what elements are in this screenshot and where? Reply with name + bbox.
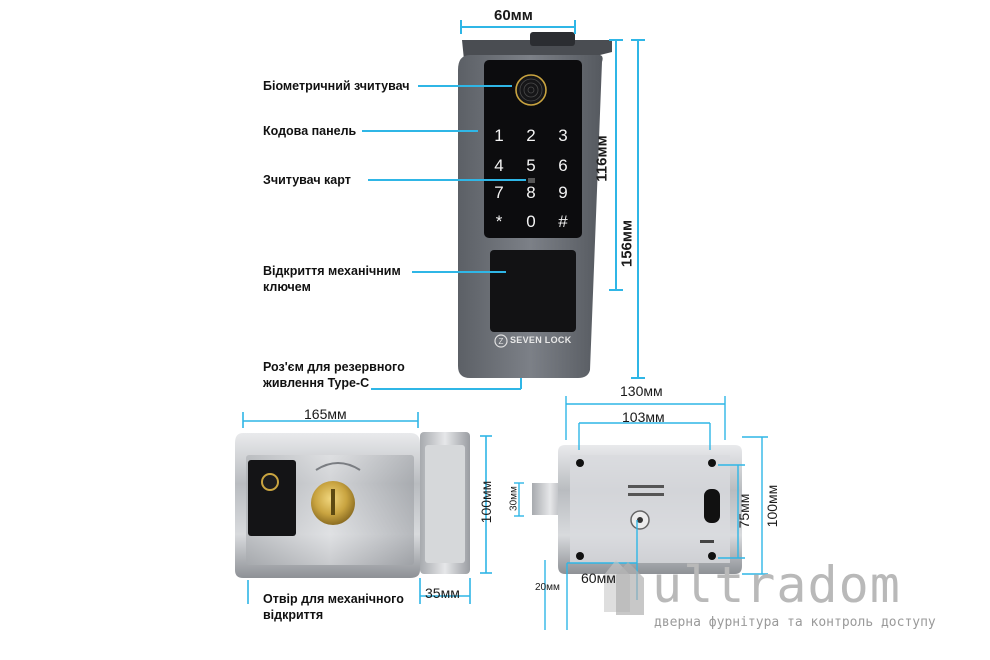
keypad-key: 5	[526, 156, 535, 175]
dim-front-height: 100мм	[478, 480, 494, 524]
keypad: 1 2 3 4 5 6 7 8 9 * 0 #	[494, 126, 568, 231]
keypad-key: 0	[526, 212, 535, 231]
dim-back-60: 60мм	[581, 570, 616, 586]
dim-top-width: 60мм	[494, 7, 533, 24]
svg-text:Z: Z	[499, 337, 504, 346]
keypad-key: 2	[526, 126, 535, 145]
dim-back-75: 75мм	[736, 493, 752, 529]
dim-back-30: 30мм	[508, 486, 520, 511]
keypad-key: 4	[494, 156, 503, 175]
keypad-key: 3	[558, 126, 567, 145]
callout-mech-key: Відкриття механічним ключем	[263, 264, 401, 294]
dim-front-width: 165мм	[304, 406, 347, 422]
keypad-key: 8	[526, 183, 535, 202]
keypad-key: #	[558, 212, 568, 231]
dim-height-156: 156мм	[618, 219, 636, 268]
device-logo: SEVEN LOCK	[510, 335, 572, 345]
dim-height-116: 116мм	[593, 135, 611, 182]
dim-back-100: 100мм	[764, 484, 780, 528]
keypad-key: 1	[494, 126, 503, 145]
watermark-logo	[604, 560, 644, 615]
callout-fingerprint: Біометричний зчитувач	[263, 79, 410, 93]
dim-front-depth: 35мм	[425, 585, 460, 601]
callout-typec: Роз'єм для резервного живлення Type-C	[263, 360, 405, 390]
callout-keypad: Кодова панель	[263, 124, 357, 138]
smart-lock-face: Z	[458, 32, 612, 378]
dim-back-20: 20мм	[535, 582, 560, 593]
keypad-key: *	[496, 212, 503, 231]
keypad-key: 6	[558, 156, 567, 175]
watermark-text: ultradom	[652, 556, 901, 614]
dim-back-inner: 103мм	[622, 409, 665, 425]
dim-back-width: 130мм	[620, 383, 663, 399]
rim-lock-front	[235, 432, 470, 578]
keypad-key: 9	[558, 183, 567, 202]
rim-lock-back	[532, 445, 742, 574]
keypad-key: 7	[494, 183, 503, 202]
callout-card-reader: Зчитувач карт	[263, 173, 351, 187]
callout-mech-hole: Отвір для механічного відкриття	[263, 592, 404, 622]
watermark-tagline: дверна фурнітура та контроль доступу	[654, 615, 936, 630]
dimension-lines	[362, 20, 645, 390]
